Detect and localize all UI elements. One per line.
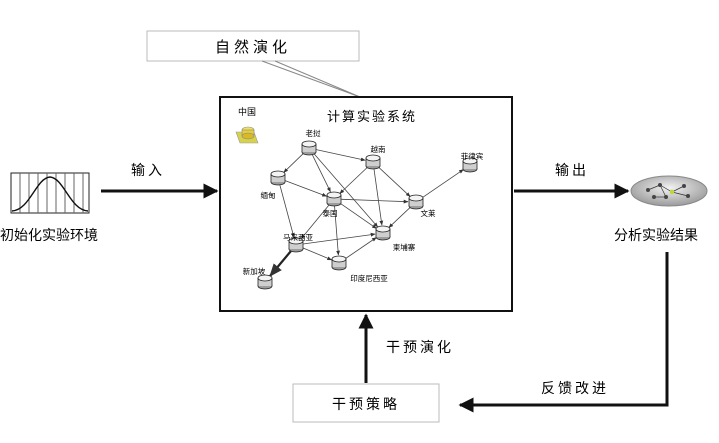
country-label-indonesia: 印度尼西亚 bbox=[350, 273, 388, 283]
network-edge-thailand-indonesia bbox=[332, 202, 340, 256]
output-label: 输出 bbox=[555, 163, 589, 179]
country-label-malaysia: 马来西亚 bbox=[283, 233, 313, 242]
network-edge-indonesia-cambodia bbox=[340, 237, 377, 263]
network-edge-malaysia-singapore bbox=[269, 238, 303, 277]
country-node-cambodia bbox=[375, 225, 391, 241]
country-node-brunei bbox=[408, 194, 424, 210]
distribution-chart-icon bbox=[10, 172, 90, 214]
network-edge-vietnam-brunei bbox=[374, 163, 411, 197]
country-label-laos: 老挝 bbox=[306, 128, 321, 138]
feedback-line bbox=[458, 252, 669, 413]
network-edge-brunei-cambodia bbox=[388, 203, 415, 228]
country-label-brunei: 文莱 bbox=[421, 208, 436, 218]
country-label-myanmar: 缅甸 bbox=[261, 190, 276, 200]
country-node-singapore bbox=[257, 274, 273, 290]
country-node-laos bbox=[301, 140, 317, 156]
network-edge-brunei-philippines bbox=[417, 169, 464, 202]
network-edge-thailand-brunei bbox=[337, 197, 409, 204]
country-label-thailand: 泰国 bbox=[323, 208, 338, 218]
intervention-evolution-label: 干预演化 bbox=[386, 340, 454, 356]
country-label-philippines: 菲律宾 bbox=[461, 151, 484, 161]
country-label-vietnam: 越南 bbox=[371, 144, 386, 154]
network-edge-malaysia-cambodia bbox=[299, 232, 376, 247]
china-node-icon bbox=[235, 126, 259, 144]
network-edge-malaysia-indonesia bbox=[298, 244, 333, 261]
country-node-indonesia bbox=[331, 255, 347, 271]
network-edge-laos-myanmar bbox=[283, 149, 308, 173]
network-edge-myanmar-malaysia bbox=[277, 181, 295, 238]
country-label-cambodia: 柬埔寨 bbox=[393, 242, 416, 252]
analysis-network-icon bbox=[630, 175, 708, 207]
country-node-malaysia bbox=[288, 237, 304, 253]
country-label-singapore: 新加坡 bbox=[243, 266, 266, 276]
intervention-strategy-box bbox=[292, 383, 440, 423]
network-edges bbox=[269, 146, 464, 277]
country-node-myanmar bbox=[270, 170, 286, 186]
input-label: 输入 bbox=[131, 163, 165, 179]
country-node-vietnam bbox=[365, 154, 381, 170]
country-node-philippines bbox=[462, 157, 478, 173]
system-title: 计算实验系统 bbox=[327, 109, 417, 125]
natural-evolution-label: 自然演化 bbox=[215, 38, 291, 56]
feedback-label: 反馈改进 bbox=[541, 381, 609, 397]
init-environment-label: 初始化实验环境 bbox=[0, 227, 98, 244]
network-edge-thailand-cambodia bbox=[335, 199, 377, 229]
network-edge-vietnam-thailand bbox=[339, 163, 372, 194]
country-node-thailand bbox=[326, 191, 342, 207]
analyze-results-label: 分析实验结果 bbox=[614, 228, 698, 244]
china-label: 中国 bbox=[238, 106, 256, 118]
intervention-strategy-label: 干预策略 bbox=[332, 396, 400, 413]
natural-evolution-callout: 自然演化 bbox=[146, 30, 361, 98]
